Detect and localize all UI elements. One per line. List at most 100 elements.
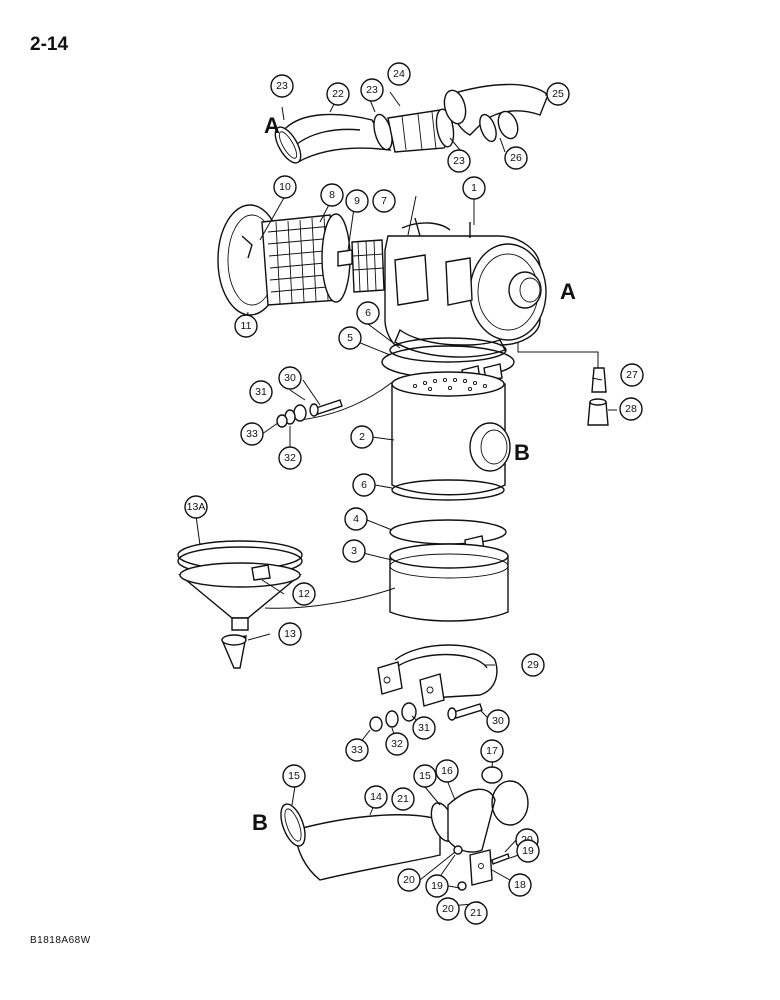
callout-18: 18 xyxy=(508,873,532,897)
svg-text:33: 33 xyxy=(246,428,258,440)
svg-text:2: 2 xyxy=(359,431,365,443)
svg-text:4: 4 xyxy=(353,513,359,525)
callout-32b: 32 xyxy=(385,732,409,756)
callout-32a: 32 xyxy=(278,446,302,470)
svg-text:13A: 13A xyxy=(187,501,206,513)
ref-b-bottom: B xyxy=(252,810,268,835)
svg-text:19: 19 xyxy=(431,880,443,892)
svg-text:6: 6 xyxy=(361,479,367,491)
svg-text:23: 23 xyxy=(366,84,378,96)
nut-33-upper xyxy=(276,414,288,428)
callout-24: 24 xyxy=(387,62,411,86)
svg-text:20: 20 xyxy=(442,903,454,915)
upper-hardware xyxy=(276,399,343,428)
wing-nut-9 xyxy=(337,249,353,267)
callout-23b: 23 xyxy=(360,78,384,102)
lower-inlet-assembly xyxy=(280,766,529,911)
svg-text:9: 9 xyxy=(354,195,360,207)
elbow-16 xyxy=(447,788,496,853)
svg-text:24: 24 xyxy=(393,68,405,80)
bolt-30-upper xyxy=(315,399,343,415)
svg-text:3: 3 xyxy=(351,545,357,557)
ref-a-right: A xyxy=(560,279,576,304)
clamps-and-cup xyxy=(381,337,515,622)
svg-text:21: 21 xyxy=(397,793,409,805)
callout-21b: 21 xyxy=(464,901,488,925)
nut-33-lower xyxy=(369,716,383,732)
svg-text:31: 31 xyxy=(255,386,267,398)
svg-text:30: 30 xyxy=(492,715,504,727)
filter-element-group xyxy=(217,204,385,316)
callout-9: 9 xyxy=(345,189,369,213)
svg-text:8: 8 xyxy=(329,189,335,201)
callout-21a: 21 xyxy=(391,787,415,811)
page-number: 2-14 xyxy=(30,34,69,55)
svg-text:27: 27 xyxy=(626,369,638,381)
svg-text:23: 23 xyxy=(453,155,465,167)
seal-6-upper xyxy=(389,337,507,363)
svg-text:16: 16 xyxy=(441,765,453,777)
svg-text:31: 31 xyxy=(418,722,430,734)
callout-3: 3 xyxy=(342,539,366,563)
svg-text:14: 14 xyxy=(370,791,382,803)
callout-5: 5 xyxy=(338,326,362,350)
callout-19a: 19 xyxy=(516,839,540,863)
callout-1: 1 xyxy=(462,176,486,200)
spacer-31-upper xyxy=(293,404,307,422)
callout-7: 7 xyxy=(372,189,396,213)
outlet-a xyxy=(508,271,542,309)
callout-33a: 33 xyxy=(240,422,264,446)
callout-22: 22 xyxy=(326,82,350,106)
seal-17 xyxy=(491,780,529,826)
svg-text:19: 19 xyxy=(522,845,534,857)
cap-17 xyxy=(481,766,503,784)
callout-19b: 19 xyxy=(425,874,449,898)
svg-text:15: 15 xyxy=(419,770,431,782)
restriction-indicator xyxy=(517,342,609,426)
callout-10: 10 xyxy=(273,175,297,199)
hose-14 xyxy=(294,814,441,881)
svg-text:11: 11 xyxy=(241,320,252,332)
svg-text:20: 20 xyxy=(403,874,415,886)
callout-6b: 6 xyxy=(352,473,376,497)
svg-text:28: 28 xyxy=(625,403,637,415)
reference-letters: A A B B xyxy=(252,113,576,835)
callout-12: 12 xyxy=(292,582,316,606)
callout-13a: 13A xyxy=(184,495,208,519)
air-cleaner-body-1 xyxy=(384,217,547,358)
callout-8: 8 xyxy=(320,183,344,207)
svg-text:13: 13 xyxy=(284,628,296,640)
callout-31b: 31 xyxy=(412,716,436,740)
callout-15a: 15 xyxy=(282,764,306,788)
callout-17: 17 xyxy=(480,739,504,763)
callout-20c: 20 xyxy=(436,897,460,921)
callout-29: 29 xyxy=(521,653,545,677)
svg-text:21: 21 xyxy=(470,907,482,919)
figure-code: B1818A68W xyxy=(30,935,91,946)
intake-hose-assembly xyxy=(274,83,549,164)
svg-text:33: 33 xyxy=(351,744,363,756)
callout-11: 11 xyxy=(234,314,258,338)
svg-text:12: 12 xyxy=(298,588,310,600)
callout-23c: 23 xyxy=(447,149,471,173)
svg-text:1: 1 xyxy=(471,182,477,194)
callout-33b: 33 xyxy=(345,738,369,762)
bracket-18 xyxy=(469,849,493,886)
callout-4: 4 xyxy=(344,507,368,531)
callout-26: 26 xyxy=(504,146,528,170)
svg-text:32: 32 xyxy=(284,452,296,464)
bolt-30-lower xyxy=(453,703,483,719)
callout-30a: 30 xyxy=(278,366,302,390)
callout-31a: 31 xyxy=(249,380,273,404)
hose-clamp-23-left xyxy=(274,126,302,164)
inlet-b xyxy=(469,422,511,472)
mounting-band-29 xyxy=(369,644,498,732)
callout-13: 13 xyxy=(278,622,302,646)
callout-6a: 6 xyxy=(356,301,380,325)
svg-text:7: 7 xyxy=(381,195,387,207)
callout-20b: 20 xyxy=(397,868,421,892)
callout-30b: 30 xyxy=(486,709,510,733)
callout-28: 28 xyxy=(619,397,643,421)
callout-25: 25 xyxy=(546,82,570,106)
